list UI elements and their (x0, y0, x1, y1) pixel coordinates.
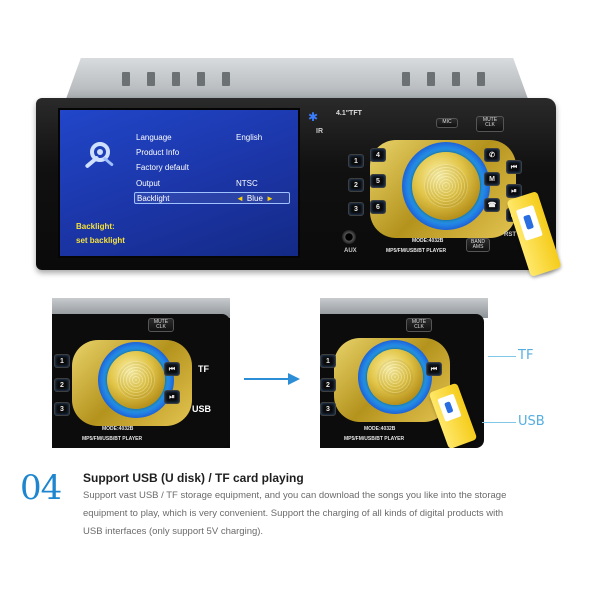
vent-slot (427, 72, 435, 86)
vent-slot (222, 72, 230, 86)
vent-slot (452, 72, 460, 86)
mic-label: MIC (436, 118, 458, 128)
usb-callout-line (482, 422, 516, 423)
aux-label: AUX (344, 248, 357, 254)
preset-key-1[interactable]: 1 (348, 154, 364, 168)
ams-label: AMS (472, 244, 484, 251)
description-line: Support vast USB / TF storage equipment,… (83, 490, 507, 501)
preset-key-1[interactable]: 1 (54, 354, 70, 368)
detail-faceplate: 1 2 3 ⏮ MUTE CLK MODE:4032B MP5/FM/USB/B… (320, 314, 484, 448)
clk-label: CLK (156, 324, 166, 331)
player-type-label: MP5/FM/USB/BT PLAYER (82, 436, 143, 442)
preset-key-2[interactable]: 2 (54, 378, 70, 392)
tf-slot-label: TF (198, 364, 209, 374)
menu-value-backlight: Blue (246, 194, 263, 203)
clk-label: CLK (414, 324, 424, 331)
vent-slot (172, 72, 180, 86)
screen-size-label: 4.1"TFT (336, 110, 362, 117)
rst-label: RST (504, 232, 516, 238)
faceplate: Language English Product Info Factory de… (36, 98, 556, 270)
preset-key-3[interactable]: 3 (348, 202, 364, 216)
preset-key-2[interactable]: 2 (320, 378, 336, 392)
hint-text: set backlight (76, 236, 125, 245)
tf-callout-label: TF (518, 348, 534, 363)
tf-callout-line (488, 356, 516, 357)
car-stereo-main-photo: Language English Product Info Factory de… (22, 58, 562, 280)
player-type-label: MP5/FM/USB/BT PLAYER (344, 436, 405, 442)
description-line: USB interfaces (only support 5V charging… (83, 526, 264, 537)
vent-slot (197, 72, 205, 86)
previous-track-icon[interactable]: ⏮ (164, 362, 180, 376)
menu-item-product-info[interactable]: Product Info (136, 148, 180, 157)
volume-knob[interactable] (367, 349, 423, 405)
preset-key-4[interactable]: 4 (370, 148, 386, 162)
backlight-selector[interactable]: ◄Blue► (236, 194, 274, 203)
usb-port-label: USB (192, 404, 212, 414)
play-pause-icon[interactable]: ⏯ (164, 390, 180, 404)
preset-key-1[interactable]: 1 (320, 354, 336, 368)
preset-key-2[interactable]: 2 (348, 178, 364, 192)
mute-label: MUTE (411, 319, 427, 325)
detail-faceplate: 1 2 3 ⏮ ⏯ MUTE CLK MODE:4032B MP5/FM/USB… (52, 314, 230, 448)
bluetooth-icon: ✱ (308, 110, 319, 124)
detail-chassis (52, 298, 230, 318)
usb-callout-label: USB (518, 414, 545, 429)
section-number: 04 (20, 468, 62, 508)
mute-button[interactable]: MUTE CLK (148, 318, 174, 332)
hint-title: Backlight: (76, 222, 115, 231)
preset-key-3[interactable]: 3 (54, 402, 70, 416)
detail-panel-right: 1 2 3 ⏮ MUTE CLK MODE:4032B MP5/FM/USB/B… (320, 298, 488, 448)
menu-value-output: NTSC (236, 179, 258, 188)
band-label: BAND (471, 239, 485, 245)
arrow-right-icon (244, 373, 300, 385)
mute-label: MUTE (153, 319, 169, 325)
tft-screen: Language English Product Info Factory de… (58, 108, 300, 258)
mode-button[interactable]: M (484, 172, 500, 186)
preset-key-6[interactable]: 6 (370, 200, 386, 214)
section-title: Support USB (U disk) / TF card playing (83, 471, 304, 485)
phone-answer-icon[interactable]: ✆ (484, 148, 500, 162)
aux-jack[interactable] (342, 230, 356, 244)
menu-value-language: English (236, 133, 263, 142)
phone-hangup-icon[interactable]: ☎ (484, 198, 500, 212)
menu-item-factory-default[interactable]: Factory default (136, 163, 189, 172)
vent-slot (122, 72, 130, 86)
volume-knob[interactable] (412, 152, 480, 220)
model-label: MODE:4032B (102, 426, 134, 432)
preset-key-5[interactable]: 5 (370, 174, 386, 188)
mute-label: MUTE (482, 117, 498, 123)
model-label: MODE:4032B (364, 426, 396, 432)
preset-key-3[interactable]: 3 (320, 402, 336, 416)
menu-item-backlight[interactable]: Backlight (134, 192, 290, 204)
menu-item-output[interactable]: Output (136, 179, 161, 188)
player-type-label: MP5/FM/USB/BT PLAYER (386, 248, 447, 254)
mute-button[interactable]: MUTE CLK (476, 116, 504, 132)
previous-track-icon[interactable]: ⏮ (506, 160, 522, 174)
detail-chassis (320, 298, 488, 318)
settings-tools-icon (85, 142, 114, 168)
previous-track-icon[interactable]: ⏮ (426, 362, 442, 376)
detail-panel-left: 1 2 3 ⏮ ⏯ MUTE CLK MODE:4032B MP5/FM/USB… (52, 298, 230, 448)
model-label: MODE:4032B (412, 238, 444, 244)
section-description: Support vast USB / TF storage equipment,… (83, 487, 563, 541)
mute-button[interactable]: MUTE CLK (406, 318, 432, 332)
ir-label: IR (316, 128, 323, 135)
vent-slot (402, 72, 410, 86)
menu-item-language[interactable]: Language (136, 133, 172, 142)
volume-knob[interactable] (107, 351, 165, 409)
vent-slot (147, 72, 155, 86)
clk-label: CLK (485, 122, 495, 129)
description-line: equipment to play, which is very conveni… (83, 508, 504, 519)
vent-slot (477, 72, 485, 86)
band-button[interactable]: BAND AMS (466, 238, 490, 252)
